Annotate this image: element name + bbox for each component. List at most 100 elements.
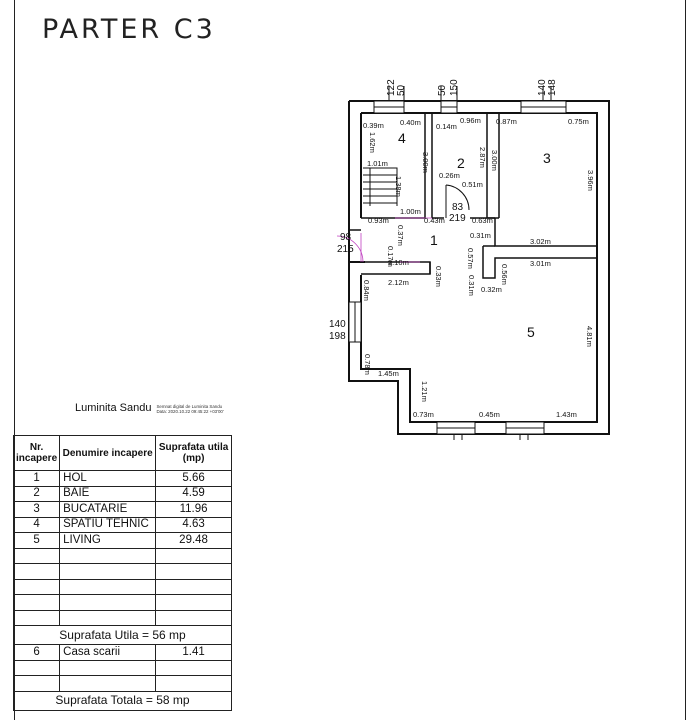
page-title: PARTER C3 — [42, 14, 216, 45]
empty-row — [12, 578, 232, 595]
dimension-label: 0.26m — [439, 171, 460, 180]
dimension-label: 0.39m — [363, 121, 384, 130]
table-row: 5 LIVING 29.48 — [12, 532, 232, 549]
dimension-label: 1.62m — [368, 132, 377, 153]
dimension-label: 0.75m — [568, 117, 589, 126]
dimension-label: 1.43m — [556, 410, 577, 419]
room-number-3: 3 — [543, 150, 551, 166]
table-row: 1 HOL 5.66 — [12, 470, 232, 487]
staircase — [363, 167, 398, 206]
window-label: 150 — [449, 79, 460, 96]
magenta-guides — [360, 217, 432, 263]
room-numbers: 4 2 3 1 5 — [398, 130, 551, 340]
cell-name: BUCATARIE — [59, 501, 157, 518]
dimension-label: 3.01m — [530, 259, 551, 268]
cell-name: LIVING — [59, 532, 157, 549]
cell-name: Casa scarii — [59, 644, 157, 661]
dimension-label: 0.96m — [460, 116, 481, 125]
dimension-label: 0.17m — [386, 246, 395, 267]
dimension-label: 0.63m — [472, 216, 493, 225]
signature-name: Luminita Sandu — [75, 402, 152, 414]
cell-area: 1.41 — [155, 644, 232, 661]
window-label: 198 — [329, 331, 346, 342]
door-label: 83 — [452, 202, 464, 213]
dimension-label: 3.00m — [421, 152, 430, 173]
dimension-label: 0.73m — [413, 410, 434, 419]
cell-nr: 4 — [12, 516, 61, 533]
table-header-row: Nr. incapere Denumire incapere Suprafata… — [12, 435, 232, 471]
door-label: 215 — [337, 244, 354, 255]
window-label: 140 — [537, 79, 548, 96]
dimension-label: 0.45m — [479, 410, 500, 419]
interior-walls — [349, 113, 597, 279]
dimension-label: 3.00m — [490, 150, 499, 171]
dimension-label: 1.38m — [394, 176, 403, 197]
dimension-label: 1.01m — [367, 159, 388, 168]
table-row: 6 Casa scarii 1.41 — [12, 644, 232, 661]
suprafata-utila: Suprafata Utila = 56 mp — [13, 625, 232, 645]
dimension-label: 3.02m — [530, 237, 551, 246]
window-label: 50 — [437, 84, 448, 96]
dimension-label: 3.96m — [586, 170, 595, 191]
cell-area: 4.59 — [155, 485, 232, 502]
empty-row — [12, 675, 232, 692]
dimension-label: 0.31m — [470, 231, 491, 240]
door-label: 98 — [340, 232, 352, 243]
table-row: 3 BUCATARIE 11.96 — [12, 501, 232, 518]
window-label: 148 — [547, 79, 558, 96]
cell-area: 5.66 — [155, 470, 232, 487]
signature-meta-line: Data: 2020.10.22 09:45:22 +03'00' — [156, 408, 224, 414]
cell-name: SPATIU TEHNIC — [59, 516, 157, 533]
window-label: 50 — [396, 84, 407, 96]
dimension-label: 0.37m — [396, 225, 405, 246]
header-name: Denumire incapere — [59, 435, 157, 471]
cell-area: 4.63 — [155, 516, 232, 533]
dimension-label: 0.32m — [481, 285, 502, 294]
dimension-label: 0.31m — [467, 275, 476, 296]
room-number-5: 5 — [527, 324, 535, 340]
rooms-table: Nr. incapere Denumire incapere Suprafata… — [12, 435, 232, 711]
dimension-label: 1.00m — [400, 207, 421, 216]
digital-signature: Luminita Sandu Semnat digital de Luminit… — [75, 402, 226, 414]
room-number-2: 2 — [457, 155, 465, 171]
suprafata-totala: Suprafata Totala = 58 mp — [13, 690, 232, 711]
dimension-label: 2.87m — [478, 147, 487, 168]
window-tick-lines — [388, 86, 552, 440]
room-number-4: 4 — [398, 130, 406, 146]
dimension-label: 1.45m — [378, 369, 399, 378]
summary-row: Suprafata Utila = 56 mp — [13, 625, 232, 645]
frame-left-line — [14, 0, 15, 720]
floor-plan: 122 50 50 150 140 148 139 198 141 198 14… — [329, 79, 610, 440]
signature-meta: Semnat digital de Luminita Sandu Data: 2… — [156, 404, 226, 414]
header-nr: Nr. incapere — [12, 435, 61, 471]
cell-name: HOL — [59, 470, 157, 487]
empty-row — [12, 563, 232, 580]
cell-nr: 2 — [12, 485, 61, 502]
dimension-label: 1.21m — [420, 381, 429, 402]
dimension-label: 0.56m — [500, 264, 509, 285]
dimension-label: 0.43m — [424, 216, 445, 225]
dimension-label: 0.14m — [436, 122, 457, 131]
dimension-label: 4.81m — [585, 326, 594, 347]
frame-right-line — [685, 0, 686, 720]
dimension-label: 0.33m — [434, 266, 443, 287]
cell-area: 29.48 — [155, 532, 232, 549]
windows — [348, 100, 567, 435]
header-area: Suprafata utila (mp) — [155, 435, 232, 471]
room-number-1: 1 — [430, 232, 438, 248]
dimension-labels: 0.39m 0.40m 1.62m 1.01m 1.38m 0.93m 1.00… — [362, 116, 595, 419]
empty-row — [12, 659, 232, 676]
cell-nr: 5 — [12, 532, 61, 549]
dimension-label: 0.87m — [496, 117, 517, 126]
empty-row — [12, 547, 232, 564]
cell-nr: 6 — [12, 644, 61, 661]
summary-row: Suprafata Totala = 58 mp — [13, 690, 232, 711]
door-label: 219 — [449, 213, 466, 224]
door-swings — [336, 184, 470, 263]
cell-nr: 1 — [12, 470, 61, 487]
window-label: 122 — [386, 79, 397, 96]
table-row: 4 SPATIU TEHNIC 4.63 — [12, 516, 232, 533]
dimension-label: 2.12m — [388, 278, 409, 287]
empty-row — [12, 594, 232, 611]
outer-wall — [348, 100, 610, 435]
